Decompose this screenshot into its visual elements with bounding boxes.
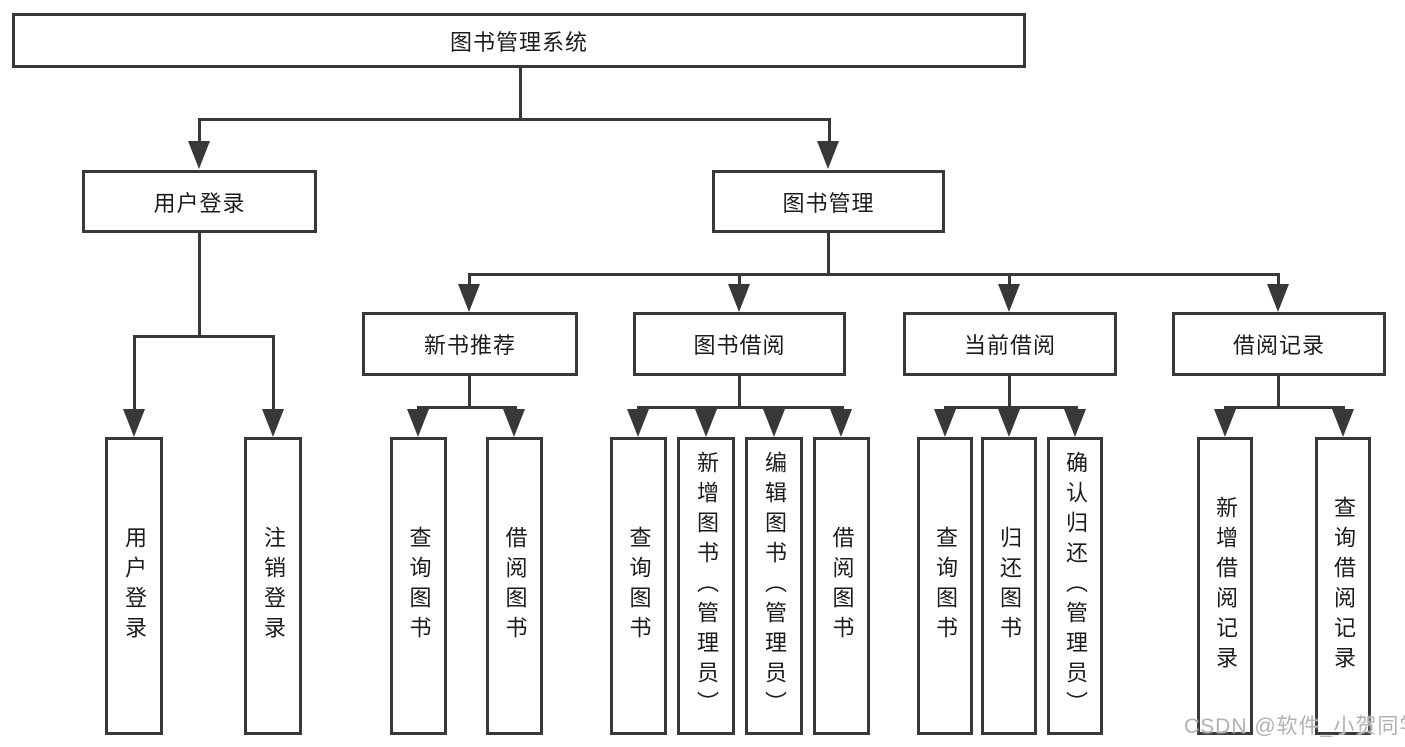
- arrowhead-icon: [998, 284, 1020, 312]
- connector-login-left-stub: [133, 335, 136, 409]
- leaf-query-borrow-record: 查询借阅记录: [1315, 437, 1371, 735]
- arrowhead-icon: [627, 409, 649, 437]
- arrowhead-icon: [934, 409, 956, 437]
- node-book-borrow-label: 图书借阅: [693, 333, 786, 358]
- node-borrow-records: 借阅记录: [1172, 312, 1386, 376]
- leaf-recommend-borrow-books: 借阅图书: [486, 437, 543, 735]
- arrowhead-icon: [458, 284, 480, 312]
- leaf-edit-books-admin-label: 编辑图书（管理员）: [762, 451, 787, 721]
- connector-l2-hbar: [198, 118, 831, 121]
- connector-login-right-stub: [272, 335, 275, 409]
- leaf-user-login: 用户登录: [105, 437, 163, 735]
- leaf-add-borrow-record-label: 新增借阅记录: [1213, 496, 1238, 676]
- node-root-label: 图书管理系统: [449, 29, 588, 55]
- leaf-confirm-return-admin: 确认归还（管理员）: [1047, 437, 1103, 735]
- connector-borrow-hbar: [637, 406, 844, 409]
- connector-l3-stub: [1277, 273, 1280, 285]
- leaf-add-books-admin-label: 新增图书（管理员）: [694, 451, 719, 721]
- arrowhead-icon: [1267, 284, 1289, 312]
- leaf-recommend-query-books-label: 查询图书: [406, 526, 432, 646]
- arrowhead-icon: [503, 409, 525, 437]
- connector-current-hbar: [944, 406, 1078, 409]
- leaf-user-login-label: 用户登录: [122, 526, 147, 646]
- leaf-current-query-books: 查询图书: [917, 437, 973, 735]
- arrowhead-icon: [763, 409, 785, 437]
- arrowhead-icon: [407, 409, 429, 437]
- connector-root-drop: [519, 68, 522, 118]
- leaf-logout-label: 注销登录: [261, 526, 286, 646]
- connector-l3-stub: [468, 273, 471, 285]
- node-book-borrow: 图书借阅: [633, 312, 846, 376]
- arrowhead-icon: [262, 409, 284, 437]
- leaf-edit-books-admin: 编辑图书（管理员）: [745, 437, 803, 735]
- node-book-management: 图书管理: [712, 170, 945, 233]
- connector-recommend-drop: [468, 376, 471, 406]
- leaf-add-books-admin: 新增图书（管理员）: [677, 437, 735, 735]
- connector-l2-right-stub: [828, 118, 831, 144]
- arrowhead-icon: [123, 409, 145, 437]
- connector-login-drop: [198, 233, 201, 335]
- leaf-recommend-borrow-books-label: 借阅图书: [502, 526, 528, 646]
- leaf-recommend-query-books: 查询图书: [390, 437, 447, 735]
- arrowhead-icon: [817, 141, 839, 169]
- leaf-borrow-books: 借阅图书: [813, 437, 870, 735]
- node-user-login-label: 用户登录: [153, 190, 246, 216]
- leaf-borrow-books-label: 借阅图书: [829, 526, 855, 646]
- node-current-borrow-label: 当前借阅: [963, 333, 1056, 358]
- arrowhead-icon: [1332, 409, 1354, 437]
- arrowhead-icon: [728, 284, 750, 312]
- connector-login-hbar: [133, 335, 275, 338]
- arrowhead-icon: [1214, 409, 1236, 437]
- node-book-management-label: 图书管理: [782, 190, 875, 216]
- arrowhead-icon: [695, 409, 717, 437]
- node-user-login: 用户登录: [82, 170, 317, 233]
- node-new-book-recommend: 新书推荐: [362, 312, 578, 376]
- node-root: 图书管理系统: [12, 13, 1026, 68]
- connector-mgmt-drop: [827, 233, 830, 273]
- connector-borrow-drop: [738, 376, 741, 406]
- arrowhead-icon: [998, 409, 1020, 437]
- connector-l3-stub: [738, 273, 741, 285]
- connector-recommend-hbar: [417, 406, 517, 409]
- leaf-logout: 注销登录: [244, 437, 302, 735]
- leaf-borrow-query-books: 查询图书: [610, 437, 667, 735]
- leaf-borrow-query-books-label: 查询图书: [626, 526, 652, 646]
- node-current-borrow: 当前借阅: [903, 312, 1117, 376]
- leaf-query-borrow-record-label: 查询借阅记录: [1331, 496, 1356, 676]
- connector-l3-stub: [1008, 273, 1011, 285]
- leaf-return-books-label: 归还图书: [997, 526, 1022, 646]
- arrowhead-icon: [1064, 409, 1086, 437]
- leaf-current-query-books-label: 查询图书: [933, 526, 958, 646]
- connector-l2-left-stub: [198, 118, 201, 144]
- leaf-confirm-return-admin-label: 确认归还（管理员）: [1063, 451, 1088, 721]
- leaf-return-books: 归还图书: [981, 437, 1037, 735]
- node-new-book-recommend-label: 新书推荐: [423, 333, 516, 358]
- csdn-watermark: CSDN @软件_小贺同学: [1184, 715, 1405, 738]
- connector-l3-hbar: [468, 273, 1280, 276]
- connector-current-drop: [1008, 376, 1011, 406]
- leaf-add-borrow-record: 新增借阅记录: [1197, 437, 1253, 735]
- arrowhead-icon: [830, 409, 852, 437]
- arrowhead-icon: [188, 141, 210, 169]
- connector-records-drop: [1277, 376, 1280, 406]
- connector-records-hbar: [1224, 406, 1345, 409]
- node-borrow-records-label: 借阅记录: [1232, 333, 1325, 358]
